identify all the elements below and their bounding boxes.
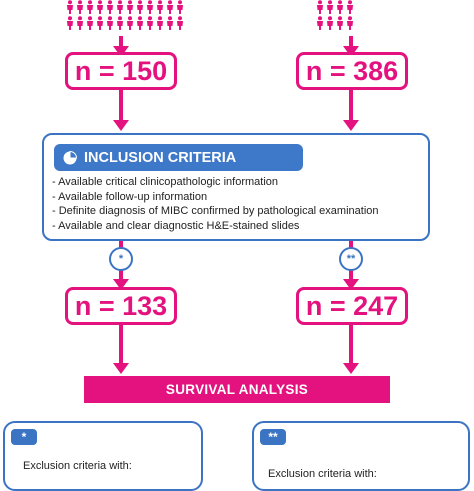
connector-line — [119, 36, 123, 50]
pie-chart-icon — [63, 150, 78, 164]
exclusion-text-left: Exclusion criteria with: — [23, 460, 132, 472]
count-box-left: n = 150 — [65, 52, 177, 90]
person-icon — [97, 0, 103, 14]
arrow-down-icon — [113, 279, 129, 290]
person-icon — [137, 0, 143, 14]
person-icon — [337, 0, 343, 14]
person-icon — [157, 0, 163, 14]
person-icon — [67, 0, 73, 14]
person-icon — [87, 0, 93, 14]
person-icon — [147, 16, 153, 30]
criteria-item: - Available follow-up information — [52, 190, 208, 203]
inclusion-criteria-box: INCLUSION CRITERIA - Available critical … — [42, 133, 430, 241]
person-icon — [177, 16, 183, 30]
person-icon — [77, 16, 83, 30]
person-icon — [107, 0, 113, 14]
connector-line — [119, 325, 123, 365]
inclusion-criteria-list: - Available critical clinicopathologic i… — [52, 175, 379, 233]
person-icon — [317, 0, 323, 14]
exclusion-box-right: ** Exclusion criteria with: — [252, 421, 470, 491]
connector-line — [349, 36, 353, 50]
inclusion-criteria-title: INCLUSION CRITERIA — [84, 149, 237, 166]
person-icon — [167, 0, 173, 14]
person-icon — [127, 16, 133, 30]
person-icon — [137, 16, 143, 30]
person-icon — [97, 16, 103, 30]
exclusion-marker-left: * — [11, 429, 37, 445]
filtered-count-box-right: n = 247 — [296, 287, 408, 325]
footnote-marker-right: ** — [339, 247, 363, 271]
arrow-down-icon — [343, 46, 359, 57]
person-icon — [317, 16, 323, 30]
person-icon — [117, 0, 123, 14]
person-icon — [107, 16, 113, 30]
criteria-item: - Definite diagnosis of MIBC confirmed b… — [52, 205, 379, 218]
person-icon — [177, 0, 183, 14]
person-icon — [327, 16, 333, 30]
person-icon — [147, 0, 153, 14]
person-icon — [157, 16, 163, 30]
person-icon — [327, 0, 333, 14]
person-icon — [127, 0, 133, 14]
footnote-marker-left: * — [109, 247, 133, 271]
person-icon — [67, 16, 73, 30]
criteria-item: - Available critical clinicopathologic i… — [52, 176, 279, 188]
patient-group-left-icon — [66, 0, 184, 30]
connector-line — [349, 325, 353, 365]
arrow-down-icon — [343, 120, 359, 131]
arrow-down-icon — [343, 279, 359, 290]
arrow-down-icon — [343, 363, 359, 374]
connector-line — [349, 90, 353, 122]
arrow-down-icon — [113, 120, 129, 131]
filtered-count-box-left: n = 133 — [65, 287, 177, 325]
count-box-right: n = 386 — [296, 52, 408, 90]
person-icon — [117, 16, 123, 30]
inclusion-criteria-header: INCLUSION CRITERIA — [54, 144, 303, 171]
exclusion-text-right: Exclusion criteria with: — [268, 468, 377, 480]
connector-line — [119, 90, 123, 122]
person-icon — [347, 16, 353, 30]
survival-analysis-box: SURVIVAL ANALYSIS — [84, 376, 390, 403]
exclusion-marker-right: ** — [260, 429, 286, 445]
exclusion-box-left: * Exclusion criteria with: — [3, 421, 203, 491]
person-icon — [337, 16, 343, 30]
patient-group-right-icon — [316, 0, 354, 30]
criteria-item: - Available and clear diagnostic H&E-sta… — [52, 219, 300, 232]
arrow-down-icon — [113, 46, 129, 57]
arrow-down-icon — [113, 363, 129, 374]
person-icon — [77, 0, 83, 14]
person-icon — [87, 16, 93, 30]
person-icon — [347, 0, 353, 14]
person-icon — [167, 16, 173, 30]
